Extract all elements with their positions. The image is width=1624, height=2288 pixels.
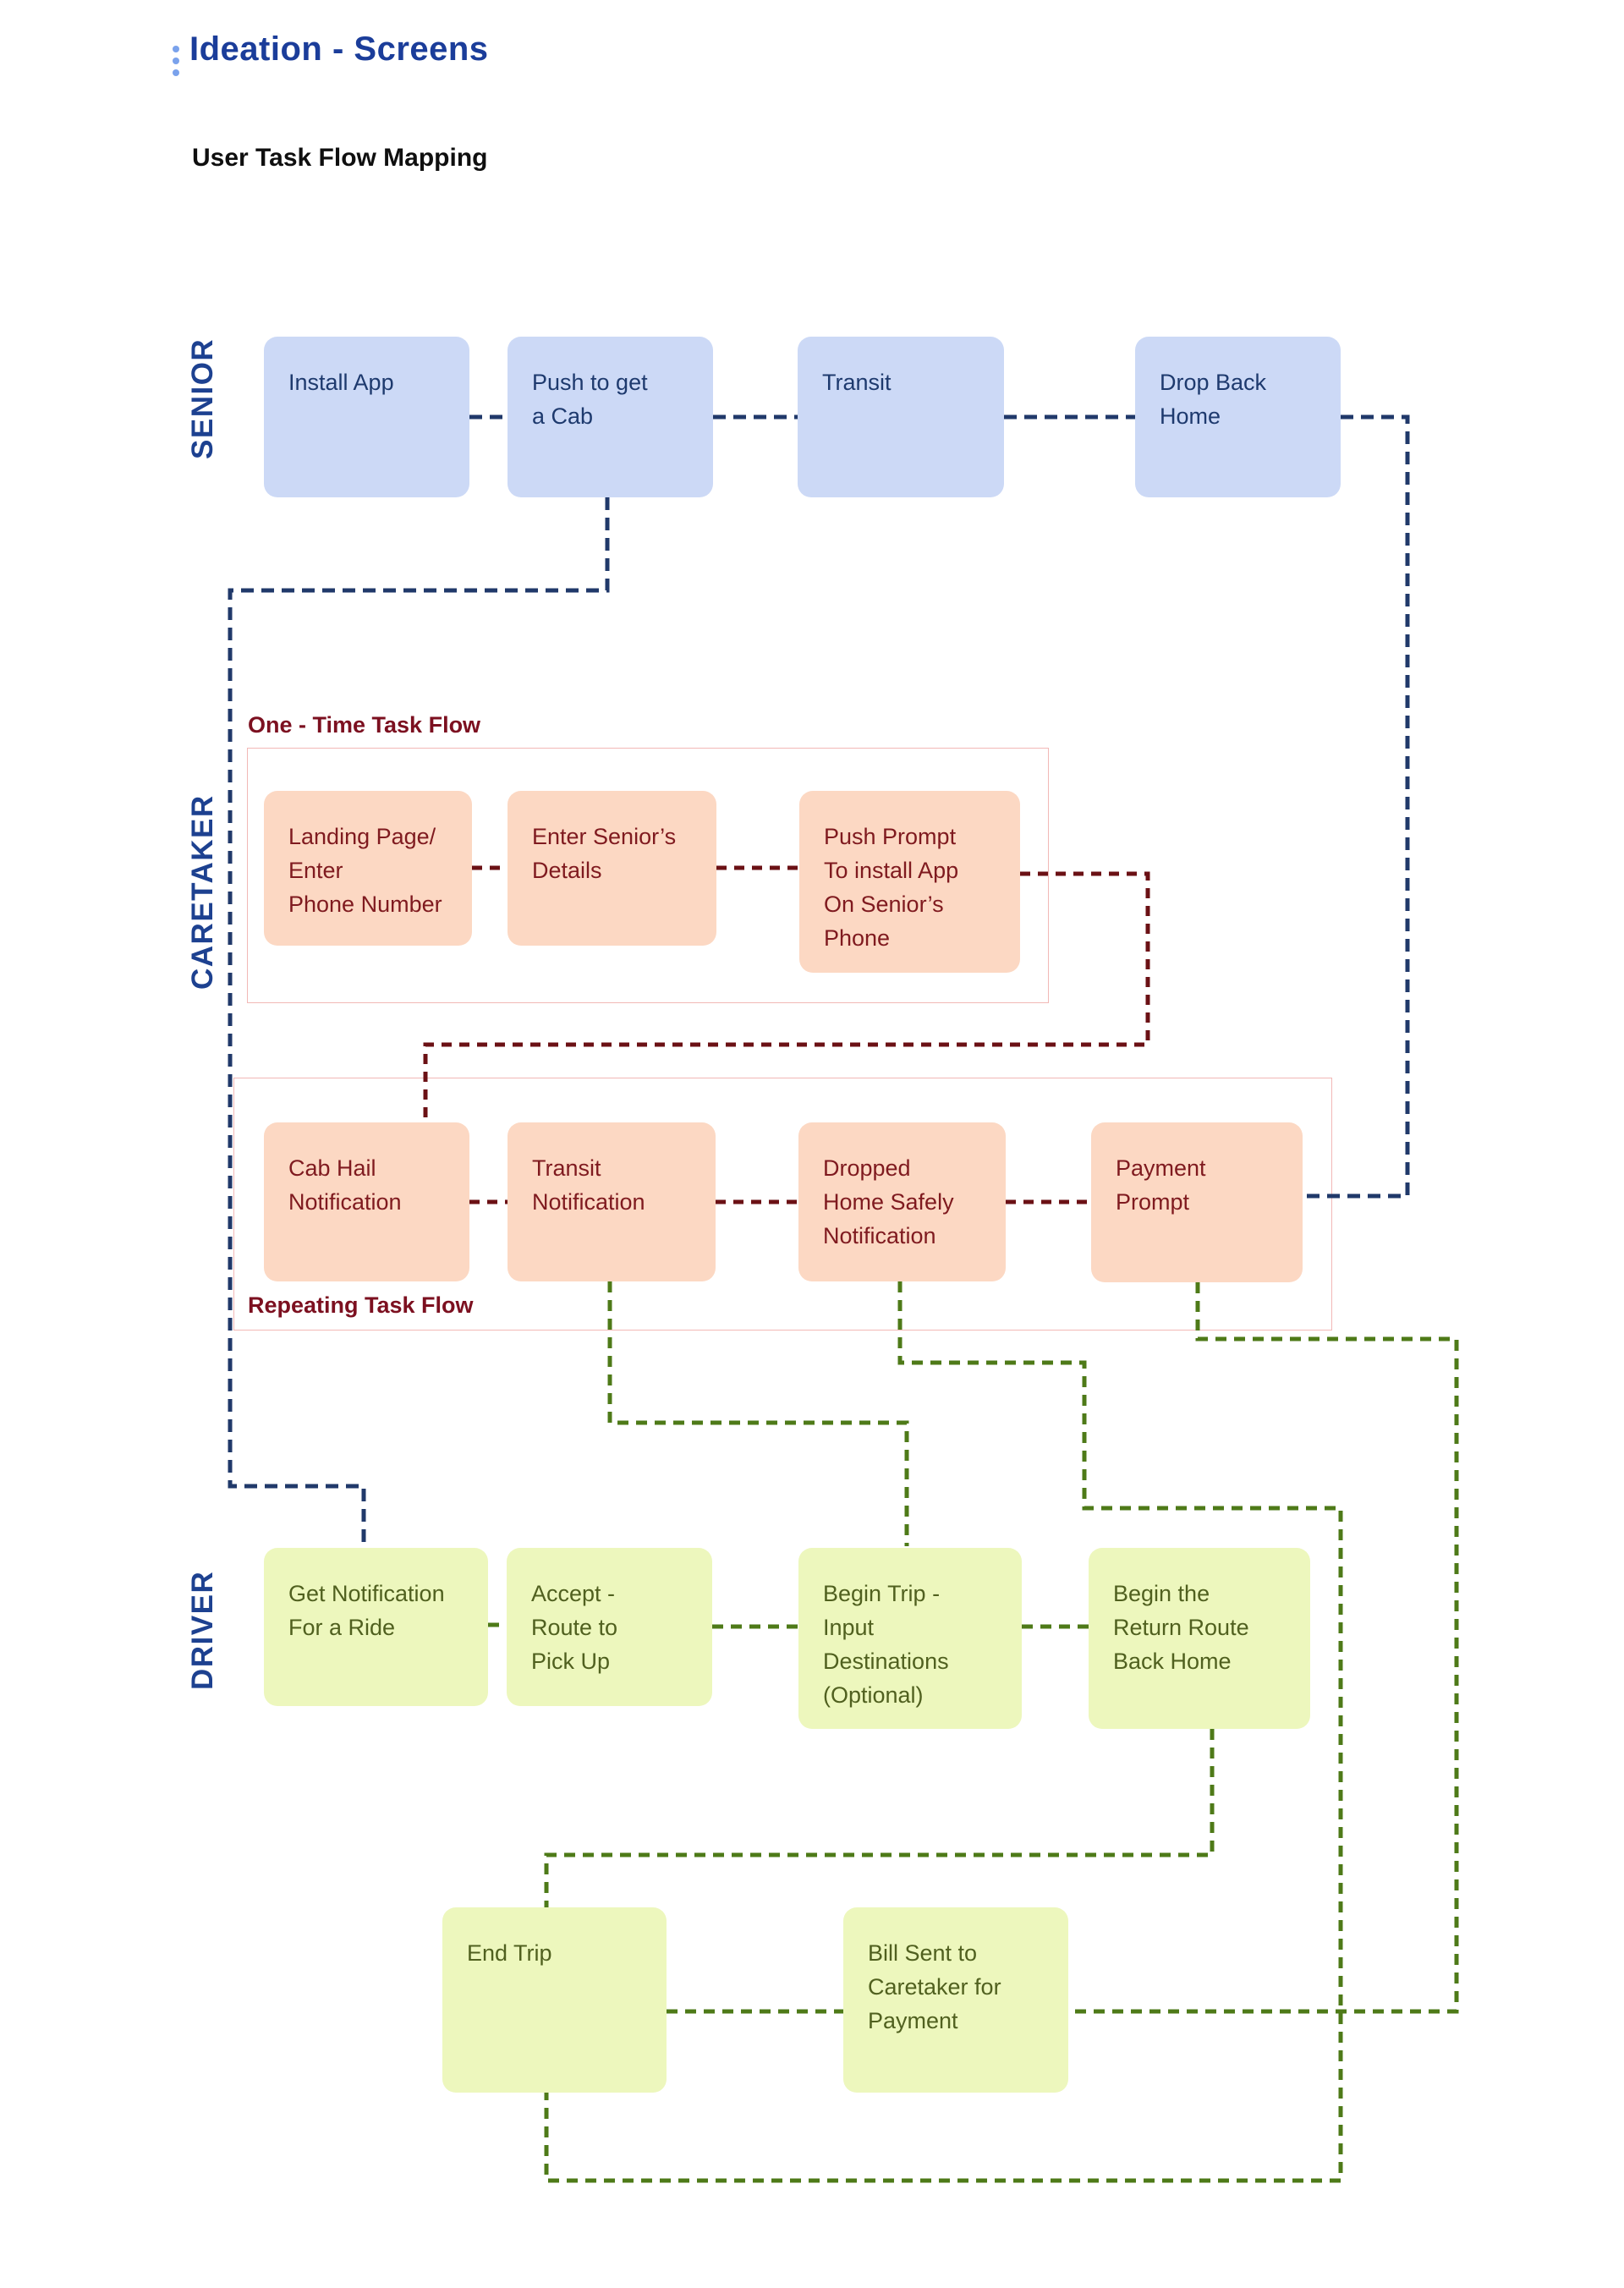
flow-node-bill-sent-to-caretaker: Bill Sent to Caretaker for Payment	[843, 1907, 1068, 2093]
connector-push-to-get-notification	[228, 497, 610, 1546]
dot	[173, 46, 179, 52]
flow-node-dropped-home-safely: Dropped Home Safely Notification	[798, 1122, 1006, 1281]
vertical-dots-icon	[173, 46, 179, 76]
page-title: Ideation - Screens	[189, 30, 489, 68]
flow-node-end-trip: End Trip	[442, 1907, 667, 2093]
flow-node-install-app: Install App	[264, 337, 469, 497]
connector-return-to-endtrip	[544, 1729, 1215, 1907]
flow-node-transit: Transit	[798, 337, 1004, 497]
flow-node-get-notification-for-ride: Get Notification For a Ride	[264, 1548, 488, 1706]
flow-node-payment-prompt: Payment Prompt	[1091, 1122, 1303, 1282]
flow-node-cab-hail-notification: Cab Hail Notification	[264, 1122, 469, 1281]
flow-node-enter-seniors-details: Enter Senior’s Details	[508, 791, 716, 946]
flow-node-begin-trip-input-dest: Begin Trip - Input Destinations (Optiona…	[798, 1548, 1022, 1729]
flow-node-accept-route-to-pickup: Accept - Route to Pick Up	[507, 1548, 712, 1706]
section-label-one-time-task-flow: One - Time Task Flow	[248, 712, 481, 738]
lane-label-driver: DRIVER	[186, 1570, 219, 1690]
page-subtitle: User Task Flow Mapping	[192, 144, 488, 172]
flow-node-push-to-get-a-cab: Push to get a Cab	[508, 337, 713, 497]
lane-label-caretaker: CARETAKER	[186, 794, 219, 990]
flow-node-drop-back-home: Drop Back Home	[1135, 337, 1341, 497]
flow-node-landing-page: Landing Page/ Enter Phone Number	[264, 791, 472, 946]
flow-node-push-prompt: Push Prompt To install App On Senior’s P…	[799, 791, 1020, 973]
dot	[173, 69, 179, 76]
lane-label-senior: SENIOR	[186, 337, 219, 459]
flow-node-transit-notification: Transit Notification	[508, 1122, 716, 1281]
dot	[173, 58, 179, 64]
flow-node-begin-return-route: Begin the Return Route Back Home	[1089, 1548, 1310, 1729]
